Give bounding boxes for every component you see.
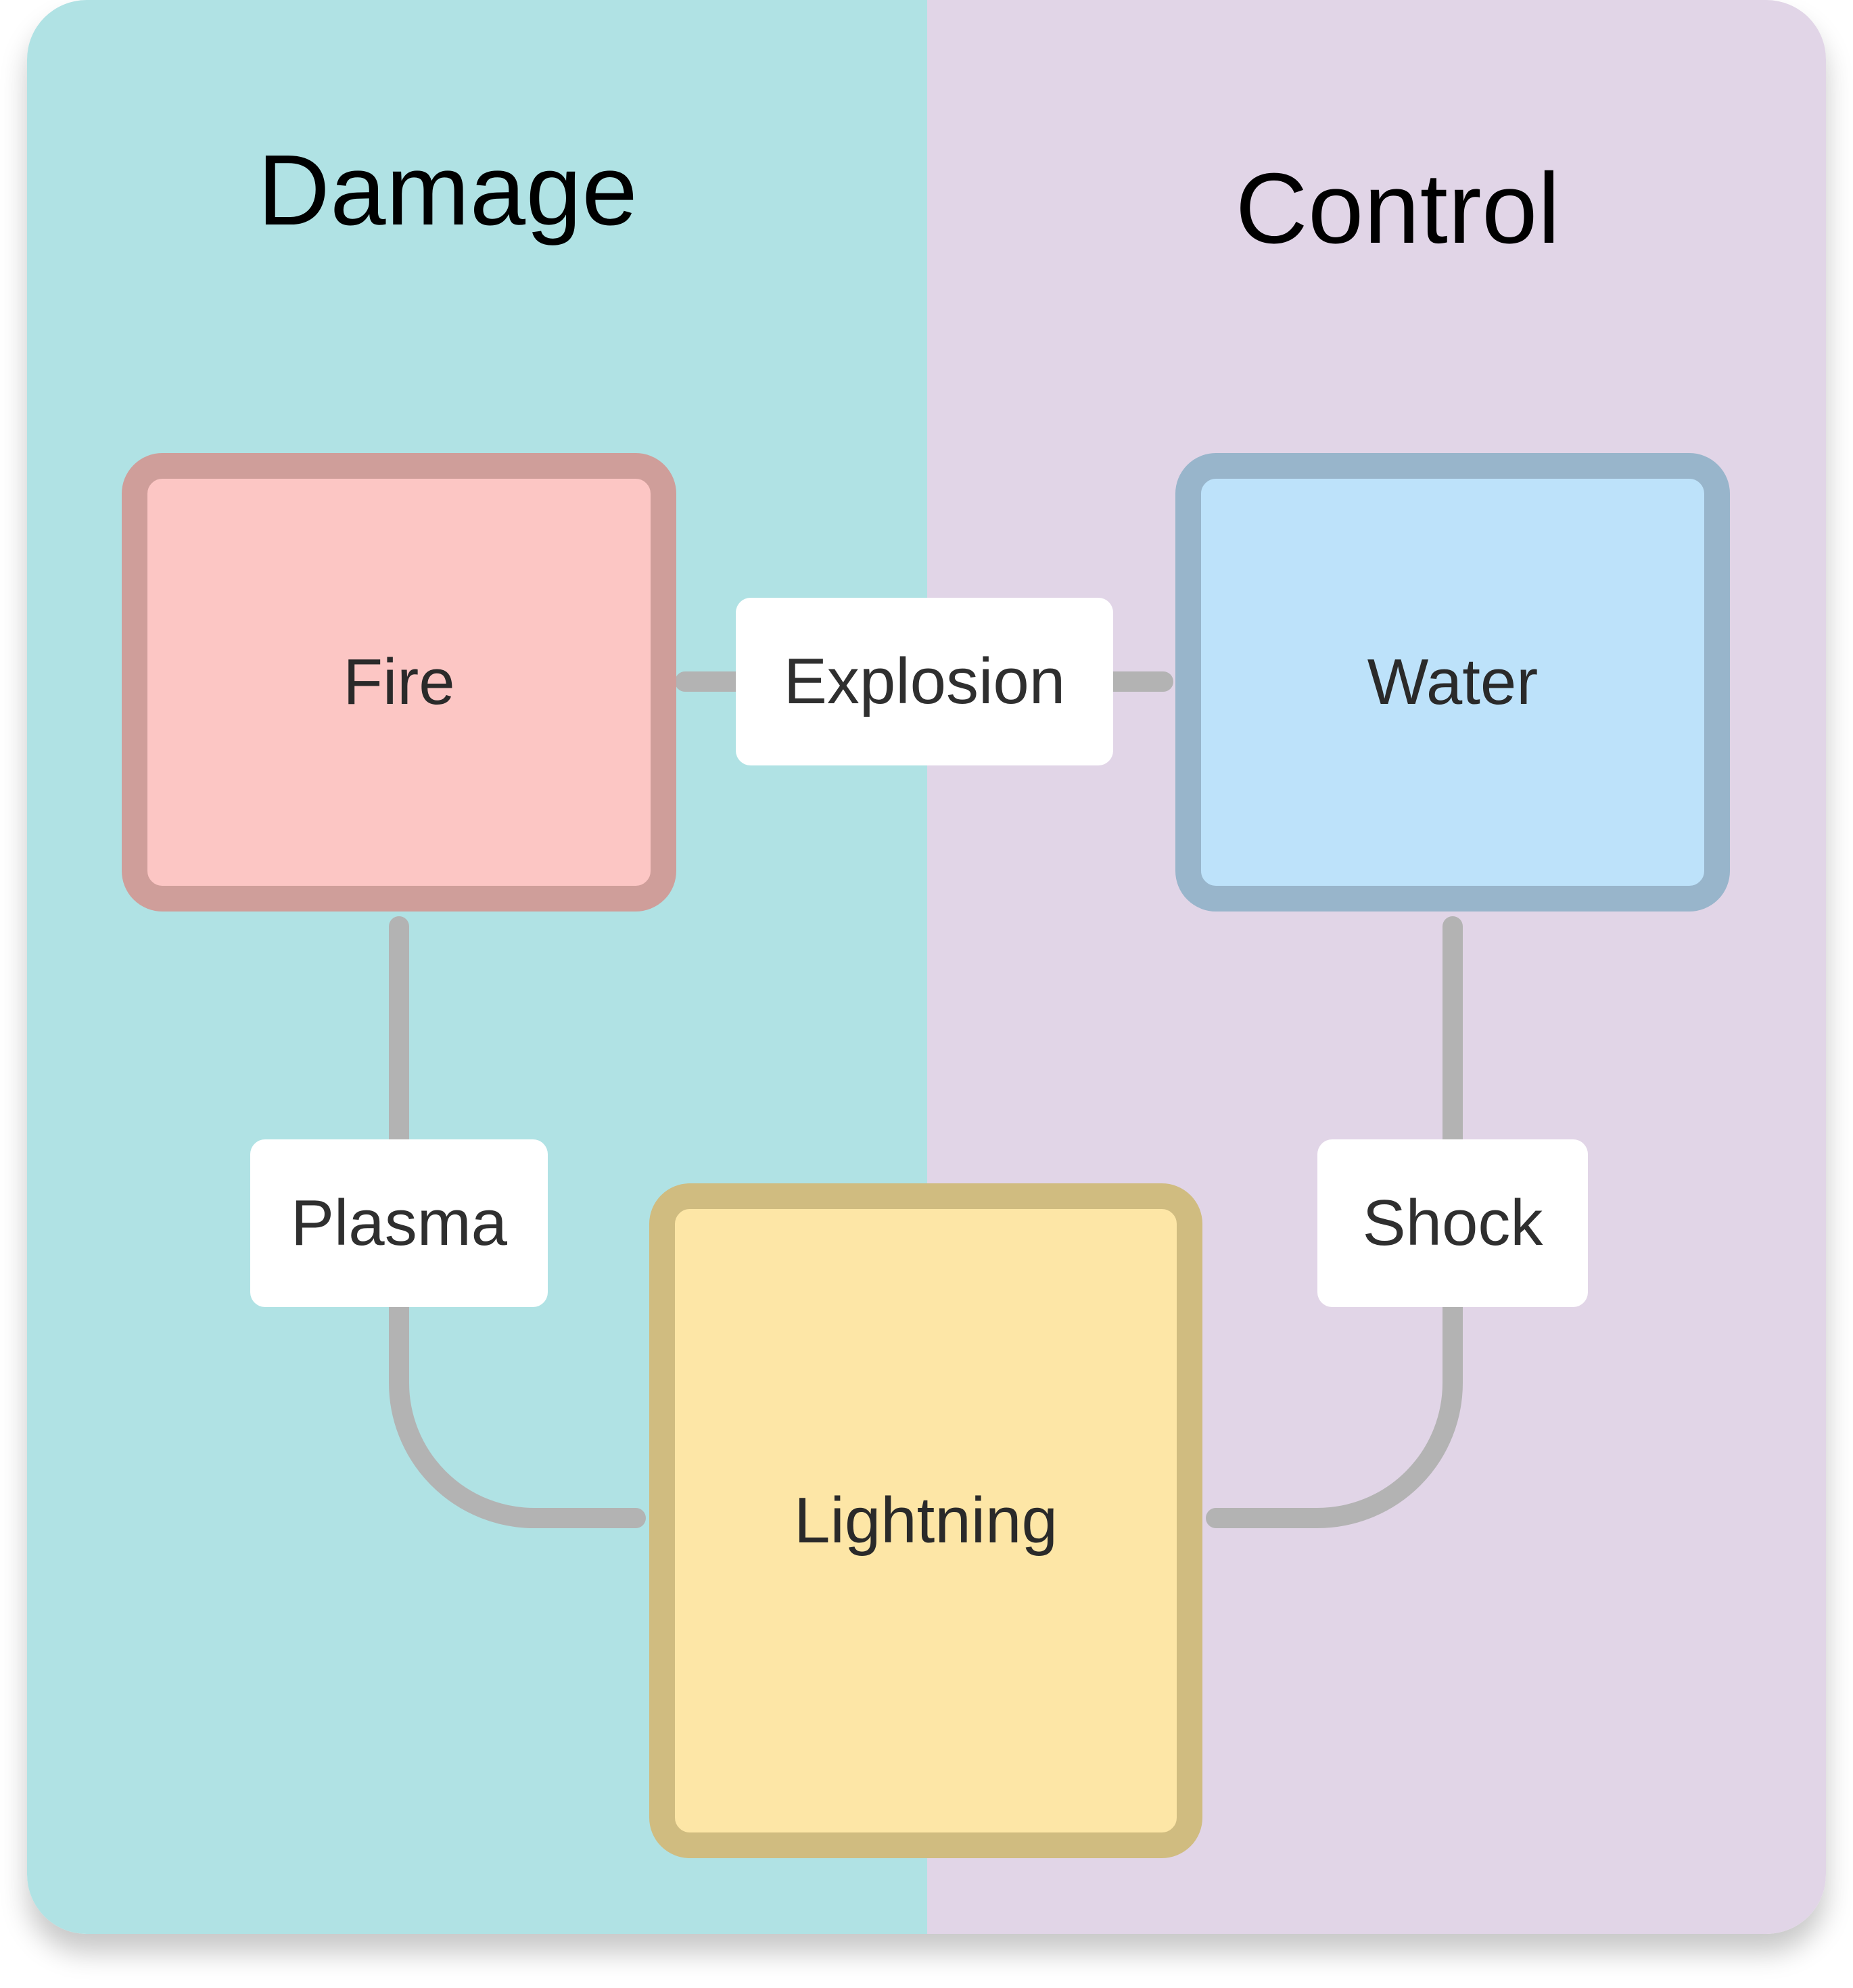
node-lightning-label: Lightning	[794, 1484, 1058, 1557]
diagram-canvas	[27, 0, 1826, 1934]
node-lightning[interactable]: Lightning	[649, 1183, 1202, 1858]
edge-shock-line	[1206, 916, 1463, 1528]
node-fire[interactable]: Fire	[122, 453, 676, 912]
damage-lane-title: Damage	[257, 135, 638, 246]
edge-label-shock[interactable]: Shock	[1317, 1139, 1588, 1307]
control-lane-title: Control	[1235, 153, 1561, 264]
edge-plasma-line	[389, 916, 646, 1528]
node-water-label: Water	[1367, 646, 1539, 718]
node-fire-label: Fire	[343, 646, 455, 718]
node-water[interactable]: Water	[1175, 453, 1730, 912]
edge-label-explosion[interactable]: Explosion	[736, 598, 1113, 765]
edge-label-plasma[interactable]: Plasma	[250, 1139, 548, 1307]
